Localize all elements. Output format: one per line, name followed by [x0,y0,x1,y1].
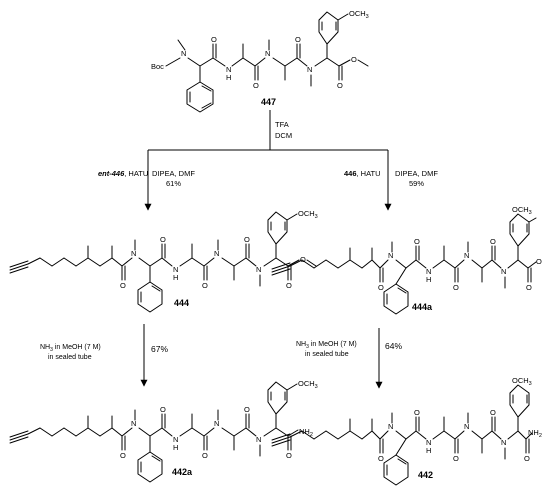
right-amidation-condition: in sealed tube [305,351,349,358]
compound-label-447: 447 [261,97,276,107]
h-atom: H [226,73,231,82]
compound-label-444: 444 [174,298,189,308]
o-atom: O [120,451,126,460]
right-branch-reagent: 446, HATU [344,169,381,178]
right-branch-yield: 59% [409,179,424,188]
right-branch-conditions: DIPEA, DMF [395,169,438,178]
n-atom: N [214,419,219,428]
o-atom: O [286,451,292,460]
o-atom: O [211,35,217,44]
nh-atom: N [173,435,178,444]
n-atom: N [181,49,186,58]
o-atom: O [524,454,530,463]
n-atom: N [214,249,219,258]
boc-label: Boc [151,62,164,71]
nh-atom: N [173,265,178,274]
left-branch-conditions: DIPEA, DMF [152,169,195,178]
n-atom: N [388,251,393,260]
nh-atom: N [426,438,431,447]
o-atom: O [160,405,166,414]
nh2-label: NH2 [528,428,542,439]
compound-label-444a: 444a [412,302,433,312]
o-atom: O [120,281,126,290]
nh-atom: N [226,65,231,74]
o-atom: O [244,235,250,244]
n-atom: N [307,65,312,74]
o-atom: O [295,35,301,44]
o-atom: O [160,235,166,244]
left-amidation-yield: 67% [151,344,168,354]
compound-447-structure: Boc N O N H O N [151,9,369,113]
n-atom: N [131,419,136,428]
o-atom: O [526,283,532,292]
n-atom: N [131,249,136,258]
n-atom: N [256,265,261,274]
n-atom: N [464,422,469,431]
left-amidation-reagent: NH3 in MeOH (7 M) [40,344,101,353]
h-atom: H [173,273,178,282]
compound-442-structure: O N O N H O N O N [271,376,542,486]
o-atom: O [414,237,420,246]
och3-label: OCH3 [349,9,369,20]
o-atom: O [378,283,384,292]
o-atom: O [453,454,459,463]
h-atom: H [426,446,431,455]
n-atom: N [464,251,469,260]
o-atom: O [286,281,292,290]
right-amidation-yield: 64% [385,341,402,351]
nh2-label: NH2 [299,427,313,438]
step1-reagent-tfa: TFA [275,120,289,129]
compound-442a-structure: O N O N H O N O N [9,379,318,483]
h-atom: H [426,275,431,284]
n-atom: N [501,267,506,276]
nh-atom: N [426,267,431,276]
o-atom: O [351,55,357,64]
o-atom: O [490,408,496,417]
compound-label-442a: 442a [172,467,193,477]
o-atom: O [202,451,208,460]
o-atom: O [300,255,306,264]
compound-444a-structure: O N O N H O N O N [271,205,542,315]
och3-label: OCH3 [512,376,532,387]
o-atom: O [253,81,259,90]
o-atom: O [244,405,250,414]
n-atom: N [256,435,261,444]
left-branch-reagent: ent-446, HATU [98,169,148,178]
o-atom: O [414,408,420,417]
step1-reagent-dcm: DCM [275,131,292,140]
compound-label-442: 442 [418,470,433,480]
och3-label: OCH3 [512,205,532,216]
h-atom: H [173,443,178,452]
o-atom: O [536,257,542,266]
compound-444-structure: O N O N H O N O N [9,209,318,313]
och3-label: OCH3 [298,209,318,220]
o-atom: O [337,81,343,90]
o-atom: O [453,283,459,292]
o-atom: O [490,237,496,246]
n-atom: N [265,49,270,58]
o-atom: O [378,454,384,463]
left-amidation-condition: in sealed tube [48,354,92,361]
left-branch-yield: 61% [166,179,181,188]
o-atom: O [202,281,208,290]
och3-label: OCH3 [298,379,318,390]
right-amidation-reagent: NH3 in MeOH (7 M) [296,341,357,350]
n-atom: N [501,438,506,447]
n-atom: N [388,422,393,431]
